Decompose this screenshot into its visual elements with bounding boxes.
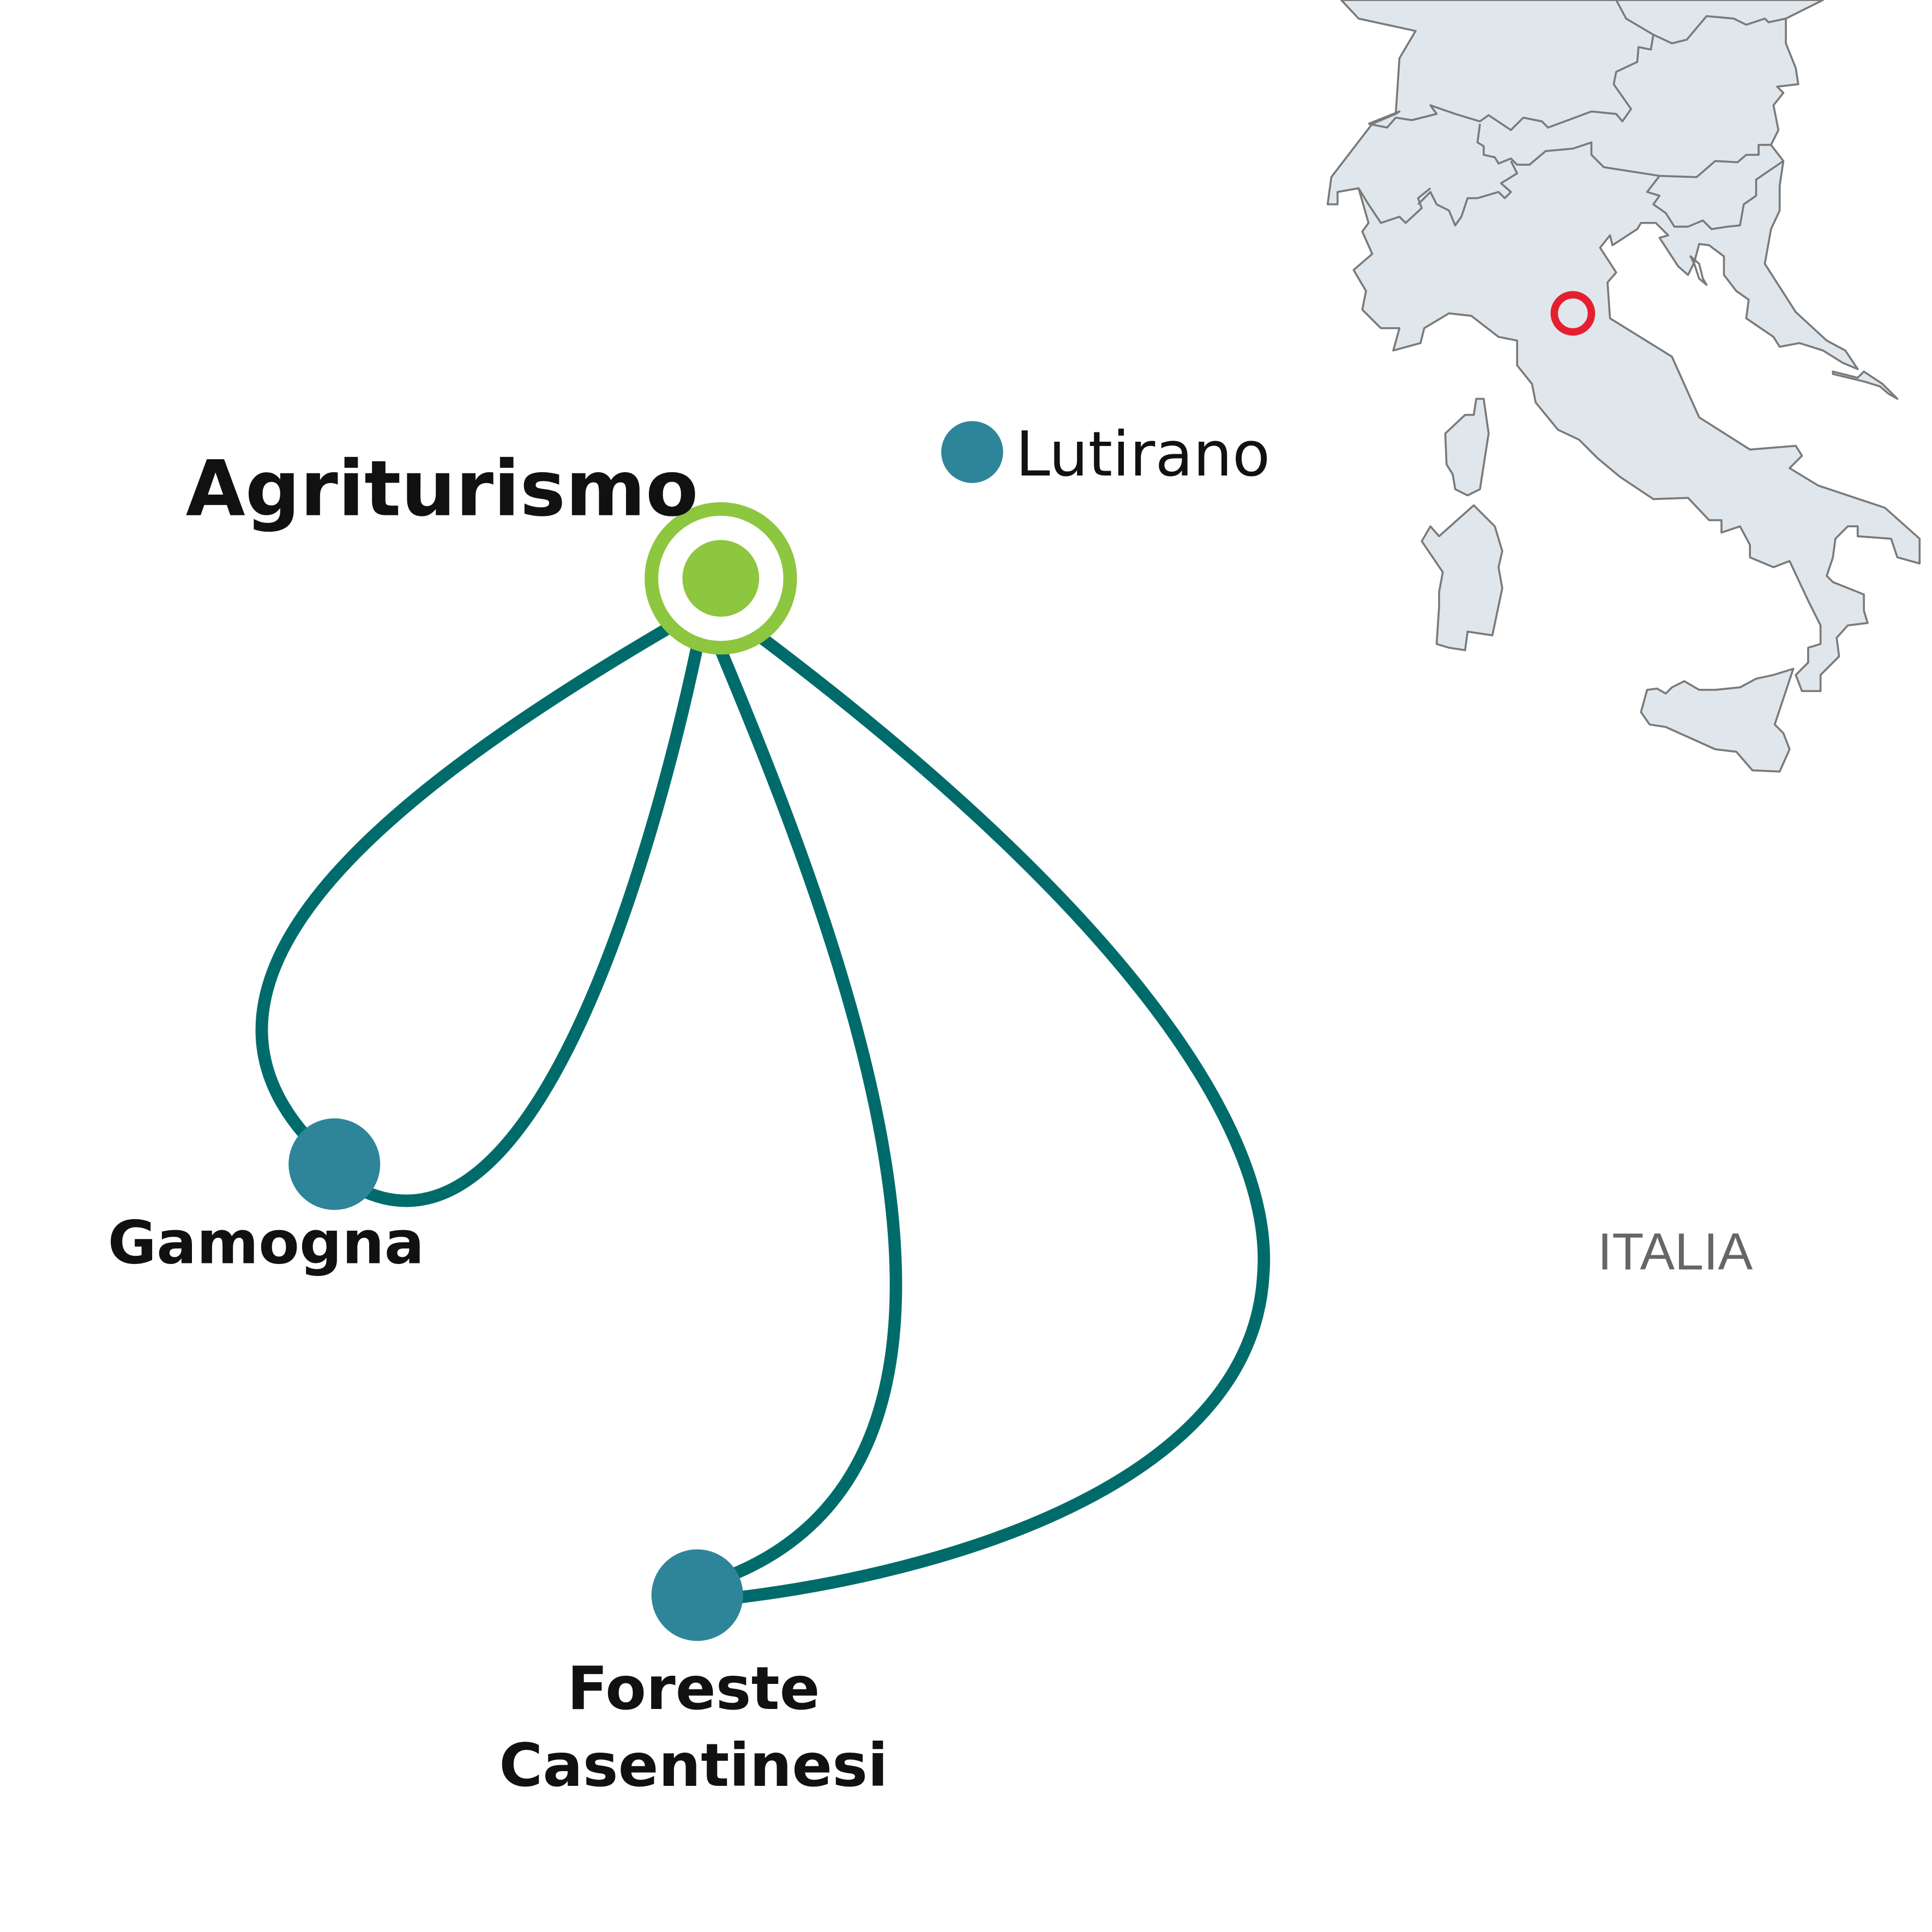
- mainland-italy: [1326, 0, 1921, 693]
- foreste-marker[interactable]: [651, 1549, 743, 1641]
- istria-coast: [1832, 370, 1899, 400]
- corsica: [1444, 398, 1490, 497]
- lutirano-marker[interactable]: [941, 421, 1003, 483]
- home-target-icon[interactable]: [645, 502, 797, 655]
- route-gamogna-home-east: [353, 640, 704, 1207]
- lutirano-label: Lutirano: [1015, 418, 1270, 490]
- foreste-label-line2: Casentinesi: [499, 1731, 888, 1800]
- route-home-foreste-inner: [714, 644, 902, 1582]
- home-label: Agriturismo: [186, 444, 699, 534]
- country-label: ITALIA: [1598, 1223, 1753, 1281]
- foreste-label-line1: Foreste: [567, 1654, 820, 1723]
- routes: [255, 622, 1271, 1604]
- gamogna-marker[interactable]: [288, 1118, 381, 1210]
- route-home-foreste-outer: [730, 631, 1271, 1604]
- inset-map: [1326, 0, 1921, 773]
- location-ring-icon: [1550, 291, 1596, 336]
- sardinia: [1421, 504, 1503, 652]
- borders: [1357, 0, 1786, 286]
- sicily: [1640, 667, 1795, 773]
- gamogna-label: Gamogna: [108, 1208, 425, 1278]
- route-home-gamogna-west: [255, 622, 675, 1140]
